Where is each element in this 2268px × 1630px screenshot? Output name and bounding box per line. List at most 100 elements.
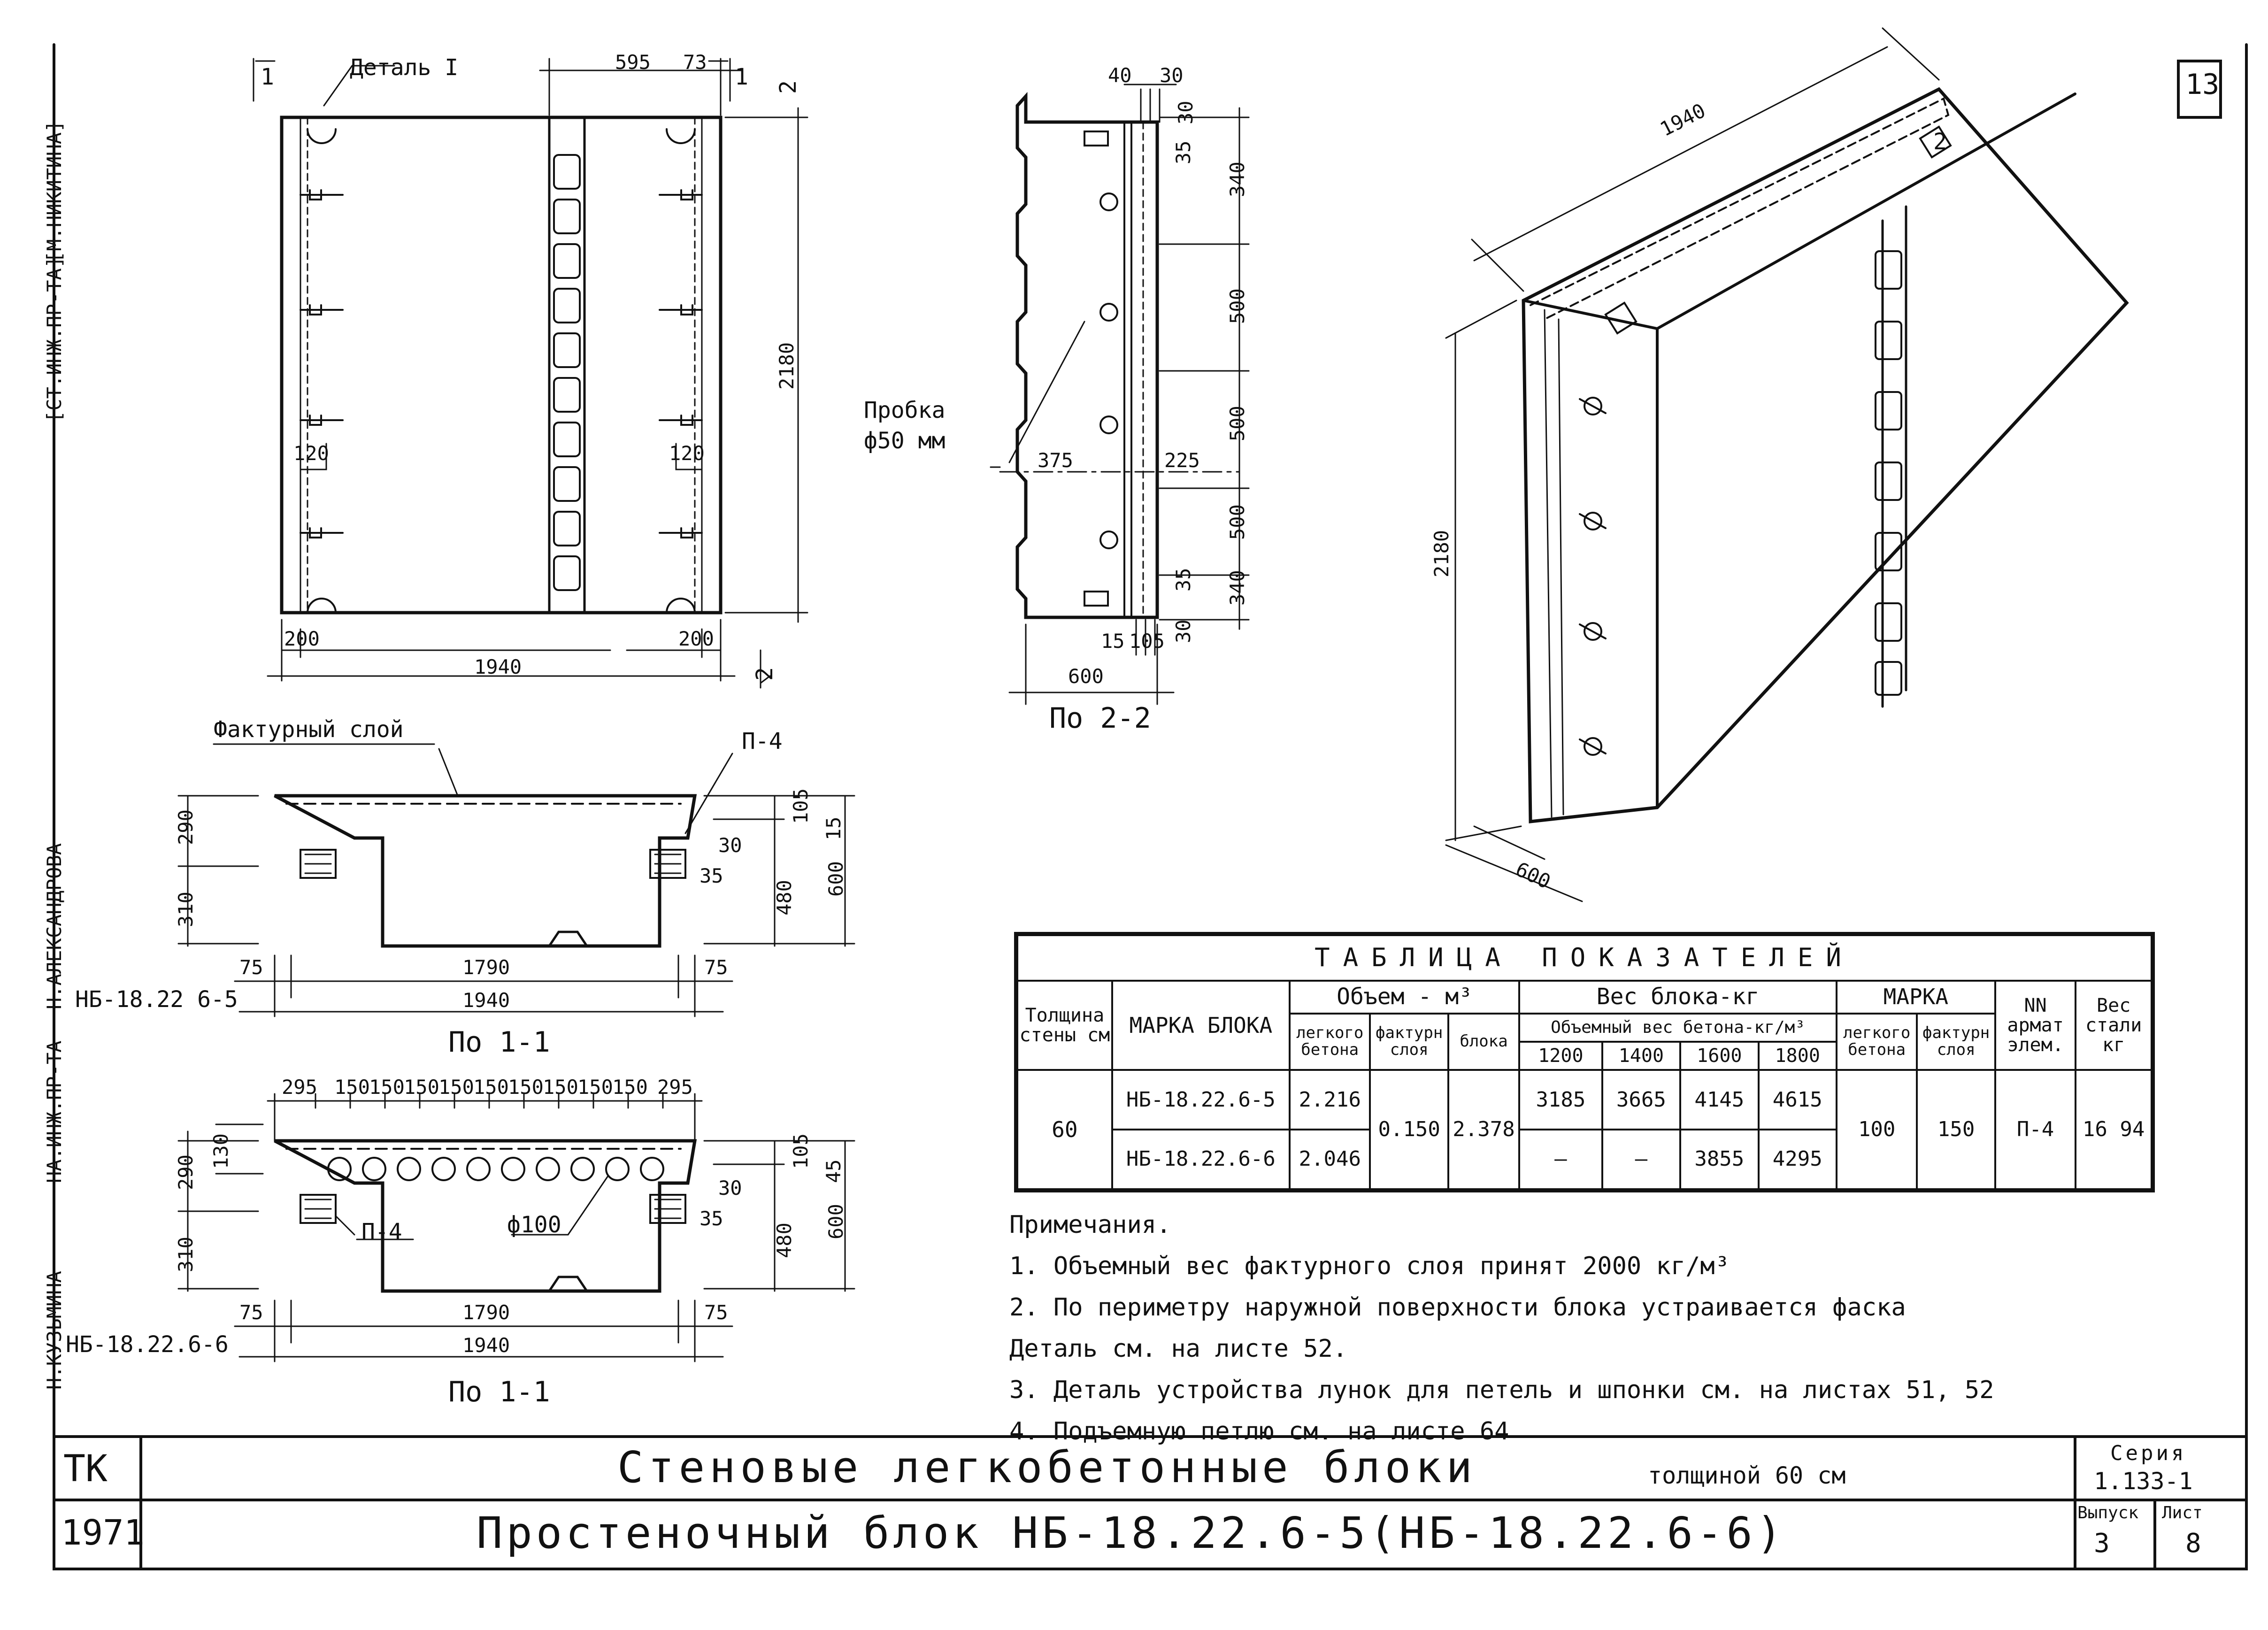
table-row1-w1200: 3185 (1518, 1069, 1603, 1131)
title-year: 1971 (61, 1513, 145, 1553)
table-title: ТАБЛИЦА ПОКАЗАТЕЛЕЙ (1016, 934, 2153, 982)
plan-dim-inset-left: 120 (293, 442, 329, 465)
s11a-block-label: НБ-18.22 6-5 (75, 986, 238, 1013)
series-label: Серия (2110, 1441, 2187, 1465)
s11b-top-dim-7: 150 (508, 1076, 544, 1099)
s11a-dim-75-right: 75 (704, 956, 728, 979)
section-1-1-a-geometry (177, 743, 855, 1017)
sheet-number-box (2177, 60, 2222, 119)
s11b-dim-130: 130 (209, 1133, 232, 1169)
table-arm: П-4 (1994, 1069, 2077, 1190)
sheet-number: 13 (2185, 68, 2220, 101)
plan-section-mark-right: 1 (735, 64, 748, 90)
s22-dim-225: 225 (1164, 449, 1200, 472)
s11a-caption: По 1-1 (448, 1026, 550, 1059)
s11a-dim-290: 290 (174, 809, 197, 845)
s22-dim-30: 30 (1160, 64, 1184, 87)
s11b-dim-480: 480 (773, 1222, 796, 1258)
table-density-1400: 1400 (1601, 1040, 1682, 1071)
note-2: 2. По периметру наружной поверхности бло… (1009, 1293, 1906, 1322)
s11b-dim-1790: 1790 (462, 1301, 510, 1324)
s11b-top-dim-11: 295 (657, 1076, 693, 1099)
table-steel: 16 94 (2075, 1069, 2153, 1190)
plug-label: Пробка (864, 397, 946, 423)
s11b-dim-75-left: 75 (239, 1301, 263, 1324)
table-grade-light: 100 (1835, 1069, 1918, 1190)
s11a-dim-75-left: 75 (239, 956, 263, 979)
sheet-label: Лист (2162, 1503, 2203, 1522)
side-stamp-5: Н.КУЗЬМИНА (43, 1271, 66, 1390)
s11b-dim-310: 310 (174, 1237, 197, 1272)
s11b-dim-35: 35 (700, 1207, 723, 1230)
plan-dim-bottom-left: 200 (284, 627, 320, 650)
side-stamp-2: [М.НИКИТИНА] (43, 120, 66, 263)
table-header-steel: Вес стали кг (2075, 979, 2153, 1071)
s11a-loop-label: П-4 (742, 728, 783, 754)
table-thickness: 60 (1016, 1069, 1113, 1190)
s11b-top-dim-8: 150 (543, 1076, 578, 1099)
s11b-dim-600: 600 (824, 1204, 847, 1239)
s11b-top-dim-9: 150 (577, 1076, 613, 1099)
plan-detail-label: Деталь I (350, 54, 459, 81)
s22-dim-340-top: 340 (1226, 161, 1249, 197)
table-header-vol-light: легкого бетона (1288, 1012, 1371, 1071)
side-stamp-4: НА.ИНЖ.ПР-ТА (43, 1040, 66, 1183)
note-4: 4. Подъемную петлю см. на листе 64 (1009, 1417, 1509, 1445)
table-header-volume: Объем - м³ (1288, 979, 1521, 1015)
table-row2-w1800: 4295 (1757, 1129, 1837, 1190)
table-row1-w1400: 3665 (1601, 1069, 1682, 1131)
plan-section-mark-left: 1 (261, 64, 274, 90)
plan-view-geometry (253, 58, 808, 689)
isometric-geometry (1445, 27, 2129, 902)
table-header-grade-light: легкого бетона (1835, 1012, 1918, 1071)
table-row2-mark: НБ-18.22.6-6 (1111, 1129, 1291, 1190)
s11b-top-dim-5: 150 (438, 1076, 474, 1099)
s11a-dim-600: 600 (824, 861, 847, 897)
title-suffix: толщиной 60 см (1648, 1462, 1846, 1489)
sheet-frame (53, 43, 2248, 1570)
plug-size: ф50 мм (864, 428, 946, 454)
s11a-dim-15: 15 (822, 816, 845, 840)
table-header-vol-block: блока (1447, 1012, 1521, 1071)
plan-dim-595: 595 (615, 51, 651, 74)
table-header-grade: МАРКА (1835, 979, 1996, 1015)
table-row1-w1600: 4145 (1679, 1069, 1760, 1131)
s22-dim-35-top: 35 (1172, 140, 1195, 164)
side-stamp-1: [СТ.ИНЖ.ПР-ТА] (43, 256, 66, 423)
iso-dim-height: 2180 (1430, 530, 1453, 577)
plan-dim-73: 73 (683, 51, 707, 74)
table-density-1600: 1600 (1679, 1040, 1760, 1071)
s22-dim-500-b: 500 (1226, 406, 1249, 441)
s11b-loop-label: П-4 (361, 1219, 402, 1245)
title-tk: ТК (63, 1448, 108, 1490)
table-face-volume: 0.150 (1369, 1069, 1449, 1190)
s11b-top-dim-4: 150 (404, 1076, 439, 1099)
s11b-top-dim-3: 150 (369, 1076, 405, 1099)
s11b-dim-290: 290 (174, 1154, 197, 1190)
s22-dim-500-c: 500 (1226, 504, 1249, 540)
issue-label: Выпуск (2077, 1503, 2139, 1522)
s11a-dim-1940: 1940 (462, 989, 510, 1012)
s11a-dim-1790: 1790 (462, 956, 510, 979)
title-main: Стеновые легкобетонные блоки (617, 1442, 1477, 1492)
s11b-dim-75-right: 75 (704, 1301, 728, 1324)
s22-dim-35-bottom: 35 (1172, 568, 1195, 592)
s11b-top-dim-6: 150 (473, 1076, 509, 1099)
table-row1-mark: НБ-18.22.6-5 (1111, 1069, 1291, 1131)
iso-marker: 2 (1933, 129, 1947, 155)
s22-dim-40: 40 (1108, 64, 1132, 87)
s22-dim-500-a: 500 (1226, 288, 1249, 324)
s22-dim-340-bottom: 340 (1226, 570, 1249, 606)
note-2-continued: Деталь см. на листе 52. (1009, 1335, 1348, 1363)
s11b-top-dim-2: 150 (334, 1076, 370, 1099)
table-density-1800: 1800 (1757, 1040, 1837, 1071)
s22-dim-30-bottom: 30 (1172, 619, 1195, 643)
plan-dim-inset-right: 120 (669, 442, 705, 465)
indicators-table: ТАБЛИЦА ПОКАЗАТЕЛЕЙ Толщина стены см МАР… (1014, 932, 2155, 1192)
table-header-thickness: Толщина стены см (1016, 979, 1113, 1071)
side-stamp-3: Н.АЛЕКСАНДРОВА (43, 843, 66, 1009)
notes-heading: Примечания. (1009, 1211, 1171, 1239)
table-density-1200: 1200 (1518, 1040, 1603, 1071)
